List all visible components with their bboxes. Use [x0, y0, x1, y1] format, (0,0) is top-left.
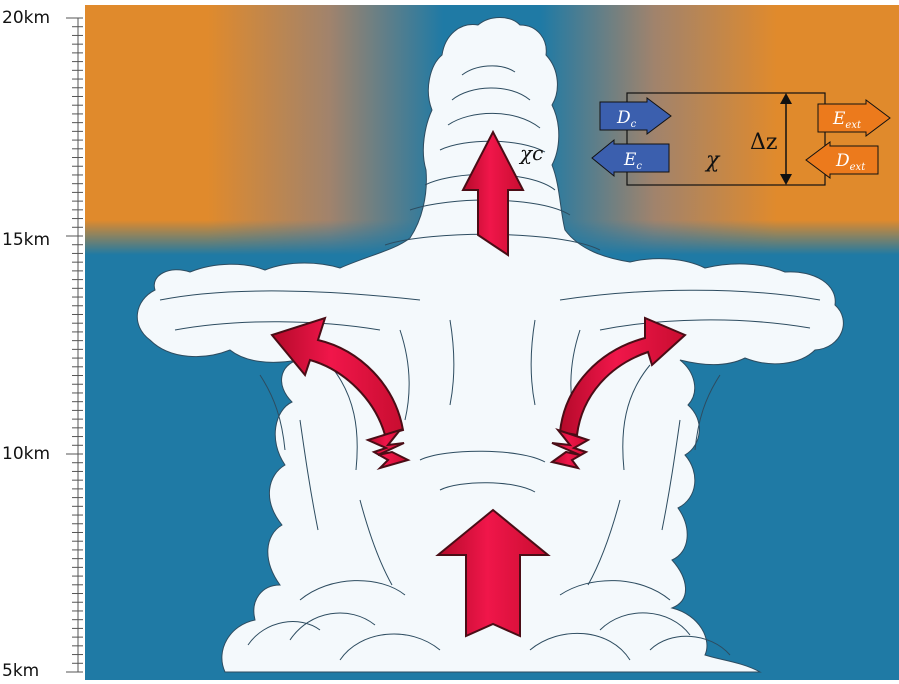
dext-arrow-sub: ext — [850, 162, 867, 173]
dc-arrow-sub: c — [631, 119, 637, 130]
eext-arrow-sub: ext — [845, 120, 862, 131]
altitude-label-15km: 15km — [2, 232, 50, 249]
box-delta-z-label: Δz — [750, 130, 777, 155]
dext-arrow-label: D — [835, 151, 850, 171]
altitude-label-10km: 10km — [2, 446, 50, 463]
dc-arrow-label: D — [616, 108, 631, 128]
altitude-axis — [66, 18, 83, 672]
ec-arrow-sub: c — [636, 161, 642, 172]
altitude-label-5km: 5km — [2, 663, 39, 680]
cloud-label: χc — [518, 141, 543, 165]
box-chi-label: χ — [704, 148, 721, 173]
altitude-label-20km: 20km — [2, 10, 50, 27]
ec-arrow-label: E — [623, 150, 637, 170]
eext-arrow-label: E — [832, 109, 846, 129]
